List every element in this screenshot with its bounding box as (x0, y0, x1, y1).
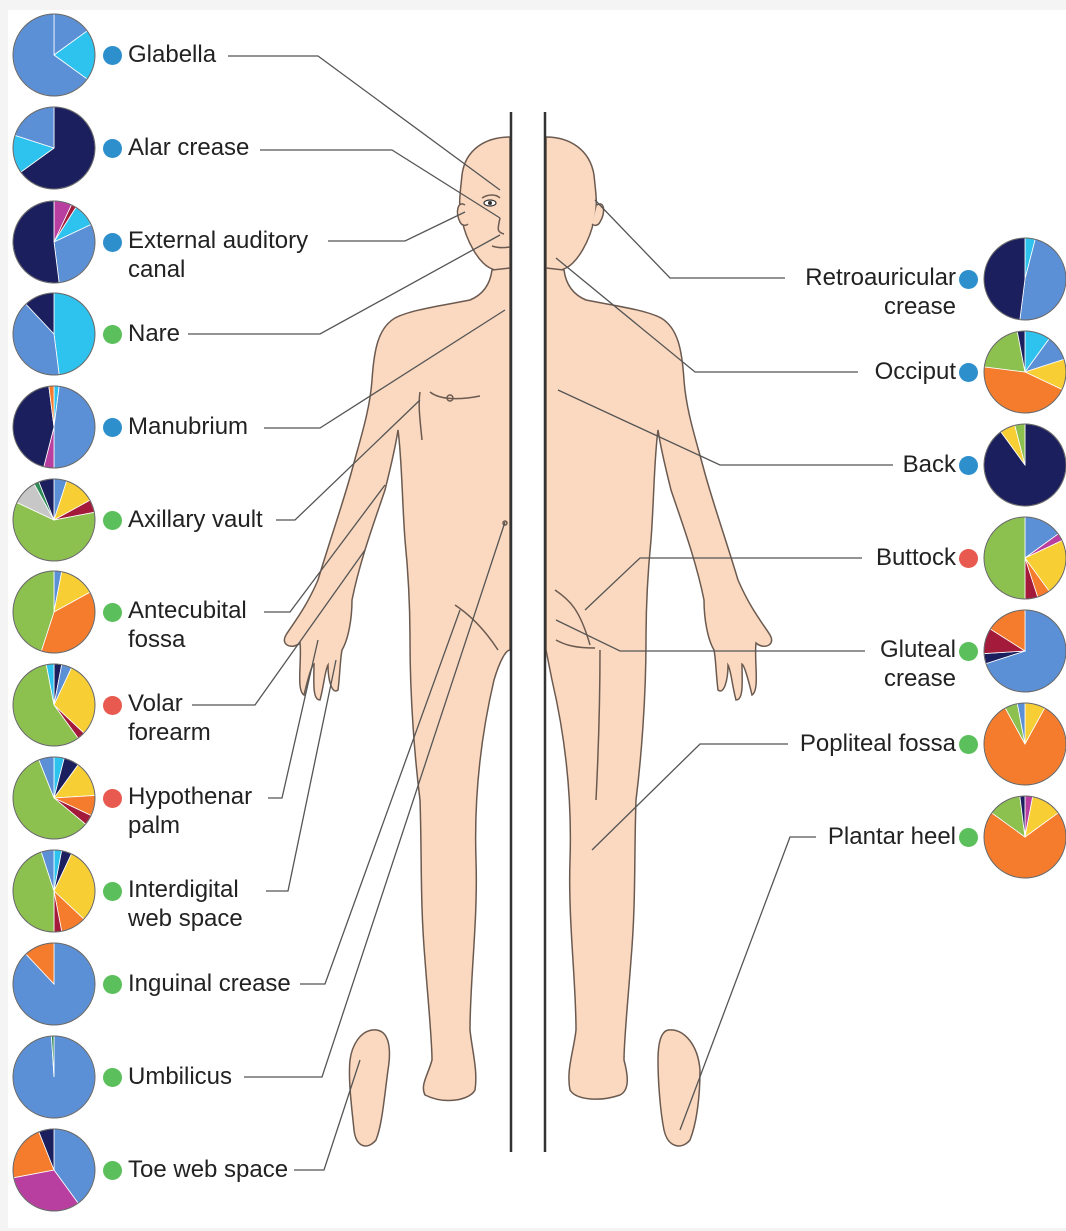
axillary-vault-label: Axillary vault (128, 505, 263, 534)
body-front-half (284, 137, 510, 1100)
antecubital-fossa-pie (13, 571, 95, 653)
retroauricular-crease-leader-line (595, 200, 785, 278)
toe-web-space-label: Toe web space (128, 1155, 288, 1184)
volar-forearm-site-type-dot (103, 696, 122, 715)
umbilicus-pie (13, 1036, 95, 1118)
alar-crease-pie (13, 107, 95, 189)
toe-web-space-pie (13, 1129, 95, 1211)
gluteal-crease-line2-label: crease (884, 664, 956, 693)
antecubital-fossa-site-type-dot (103, 603, 122, 622)
external-auditory-canal-label: External auditory (128, 226, 308, 255)
nare-pie (13, 293, 95, 375)
occiput-site-type-dot (959, 363, 978, 382)
nare-label: Nare (128, 319, 180, 348)
retroauricular-crease-label: Retroauricular (805, 263, 956, 292)
occiput-label: Occiput (875, 357, 956, 386)
inguinal-crease-label: Inguinal crease (128, 969, 291, 998)
hypothenar-palm-pie (13, 757, 95, 839)
umbilicus-site-type-dot (103, 1068, 122, 1087)
glabella-pie (13, 14, 95, 96)
body-divider-lines (511, 112, 545, 1152)
external-auditory-canal-leader-line (328, 212, 465, 241)
retroauricular-crease-site-type-dot (959, 270, 978, 289)
manubrium-pie (13, 386, 95, 468)
axillary-vault-site-type-dot (103, 511, 122, 530)
interdigital-web-space-label: Interdigital (128, 875, 239, 904)
back-label: Back (903, 450, 956, 479)
back-pie (984, 424, 1066, 506)
buttock-label: Buttock (876, 543, 956, 572)
popliteal-fossa-label: Popliteal fossa (800, 729, 956, 758)
leader-lines (188, 56, 893, 1170)
volar-forearm-label: Volar (128, 689, 183, 718)
retroauricular-crease-slice (984, 238, 1025, 320)
volar-forearm-line2-label: forearm (128, 718, 211, 747)
glabella-leader-line (228, 56, 500, 190)
nare-site-type-dot (103, 325, 122, 344)
buttock-site-type-dot (959, 549, 978, 568)
back-site-type-dot (959, 456, 978, 475)
umbilicus-label: Umbilicus (128, 1062, 232, 1091)
body-back-half (546, 137, 772, 1099)
glabella-site-type-dot (103, 46, 122, 65)
manubrium-label: Manubrium (128, 412, 248, 441)
popliteal-fossa-pie (984, 703, 1066, 785)
interdigital-web-space-pie (13, 850, 95, 932)
antecubital-fossa-line2-label: fossa (128, 625, 185, 654)
interdigital-web-space-leader-line (266, 660, 336, 891)
hypothenar-palm-line2-label: palm (128, 811, 180, 840)
axillary-vault-pie (13, 479, 95, 561)
manubrium-site-type-dot (103, 418, 122, 437)
external-auditory-canal-site-type-dot (103, 233, 122, 252)
external-auditory-canal-line2-label: canal (128, 255, 185, 284)
manubrium-slice (54, 386, 95, 468)
hypothenar-palm-label: Hypothenar (128, 782, 252, 811)
glabella-label: Glabella (128, 40, 216, 69)
gluteal-crease-site-type-dot (959, 642, 978, 661)
hypothenar-palm-site-type-dot (103, 789, 122, 808)
external-auditory-canal-slice (13, 201, 59, 283)
buttock-pie (984, 517, 1066, 599)
retroauricular-crease-line2-label: crease (884, 292, 956, 321)
interdigital-web-space-line2-label: web space (128, 904, 243, 933)
plantar-heel-label: Plantar heel (828, 822, 956, 851)
plantar-heel-site-type-dot (959, 828, 978, 847)
interdigital-web-space-site-type-dot (103, 882, 122, 901)
buttock-slice (984, 517, 1025, 599)
feet-soles (349, 1030, 700, 1146)
popliteal-fossa-site-type-dot (959, 735, 978, 754)
antecubital-fossa-label: Antecubital (128, 596, 247, 625)
plantar-heel-pie (984, 796, 1066, 878)
nare-slice (54, 293, 95, 375)
inguinal-crease-pie (13, 943, 95, 1025)
alar-crease-site-type-dot (103, 139, 122, 158)
occiput-pie (984, 331, 1066, 413)
gluteal-crease-label: Gluteal (880, 635, 956, 664)
retroauricular-crease-pie (984, 238, 1066, 320)
volar-forearm-pie (13, 664, 95, 746)
external-auditory-canal-pie (13, 201, 95, 283)
gluteal-crease-pie (984, 610, 1066, 692)
inguinal-crease-site-type-dot (103, 975, 122, 994)
toe-web-space-site-type-dot (103, 1161, 122, 1180)
alar-crease-label: Alar crease (128, 133, 249, 162)
